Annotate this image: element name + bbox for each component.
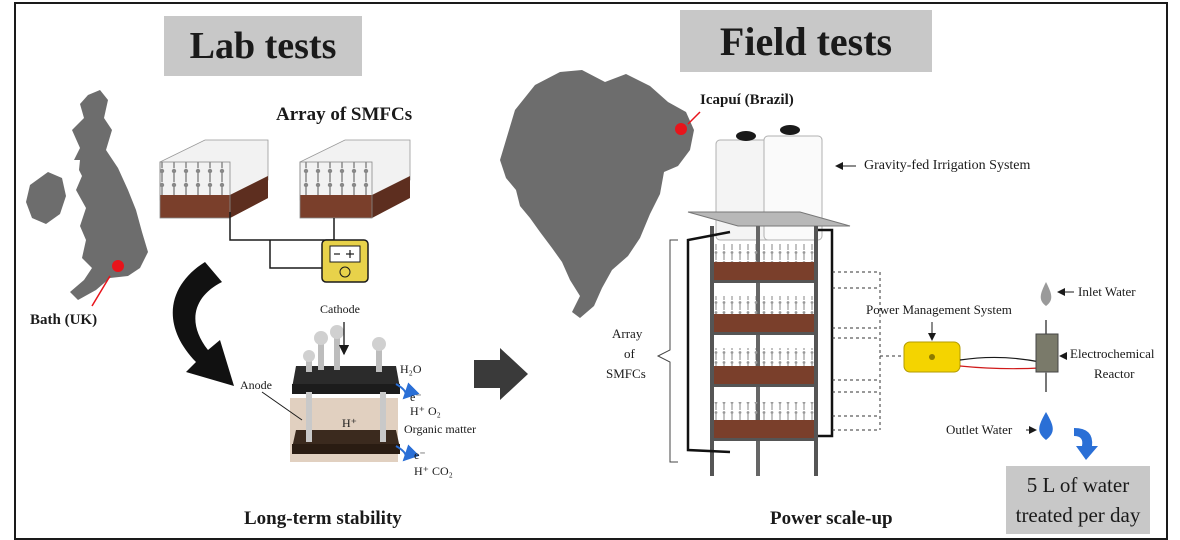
uk-map: [26, 90, 148, 300]
pms-wire-black: [959, 356, 1041, 363]
h-co2-label: H⁺ CO₂: [414, 464, 453, 478]
icapui-label: Icapuí (Brazil): [700, 92, 794, 108]
h-o2-label: H⁺ O₂: [410, 404, 441, 418]
icapui-marker: [675, 123, 687, 135]
water-treated-line1: 5 L of water: [1026, 473, 1130, 497]
block-arrow-icon: [474, 348, 528, 400]
multimeter-icon: [321, 239, 369, 283]
field-tests-header: Field tests: [680, 10, 932, 72]
array-of-smfcs-label: Array of SMFCs: [276, 104, 413, 125]
power-scale-up-label: Power scale-up: [770, 508, 893, 529]
smfc-rack: [686, 211, 851, 476]
lab-smfc-array: [159, 139, 411, 269]
reactor-label-2: Reactor: [1094, 366, 1135, 381]
electron-arrow-top: [395, 382, 420, 400]
figure-border: [14, 2, 1168, 540]
cathode-label: Cathode: [320, 302, 360, 316]
electrochemical-reactor: [1035, 320, 1059, 392]
array-label-1: Array: [612, 326, 643, 341]
brazil-map: [500, 70, 694, 318]
pms-wire-red: [959, 365, 1041, 370]
bath-pointer: [91, 275, 111, 307]
bath-label: Bath (UK): [30, 312, 98, 328]
inlet-drop-icon: [1040, 282, 1052, 306]
water-treated-line2: treated per day: [1015, 503, 1141, 527]
h2o-label: H₂O: [400, 362, 422, 376]
anode-pointer: [261, 391, 303, 421]
icapui-pointer: [687, 111, 701, 125]
electron-top-label: e⁻: [410, 390, 422, 404]
outlet-flow-arrow-icon: [1074, 428, 1098, 460]
power-management-box: [903, 341, 961, 373]
anode-label: Anode: [240, 378, 272, 392]
array-label-3: SMFCs: [606, 366, 646, 381]
bath-marker: [112, 260, 124, 272]
outlet-drop-icon: [1039, 412, 1053, 440]
reactor-label-1: Electrochemical: [1070, 346, 1155, 361]
lab-tests-header: Lab tests: [164, 16, 362, 76]
single-smfc-cell: [290, 325, 400, 462]
water-treated-box: 5 L of water treated per day: [1006, 466, 1150, 534]
h-plus-label: H⁺: [342, 416, 357, 430]
dashed-connectors: [832, 271, 902, 431]
electron-arrow-bottom: [395, 444, 420, 462]
long-term-stability-label: Long-term stability: [244, 508, 402, 529]
array-bracket: [656, 239, 678, 463]
array-label-2: of: [624, 346, 635, 361]
organic-matter-label: Organic matter: [404, 422, 477, 436]
irrigation-label: Gravity-fed Irrigation System: [864, 158, 1031, 173]
curved-arrow-icon: [172, 262, 234, 386]
inlet-water-label: Inlet Water: [1078, 284, 1136, 299]
power-management-label: Power Management System: [866, 302, 1012, 317]
outlet-water-label: Outlet Water: [946, 422, 1013, 437]
electron-bottom-label: e⁻: [414, 448, 426, 462]
